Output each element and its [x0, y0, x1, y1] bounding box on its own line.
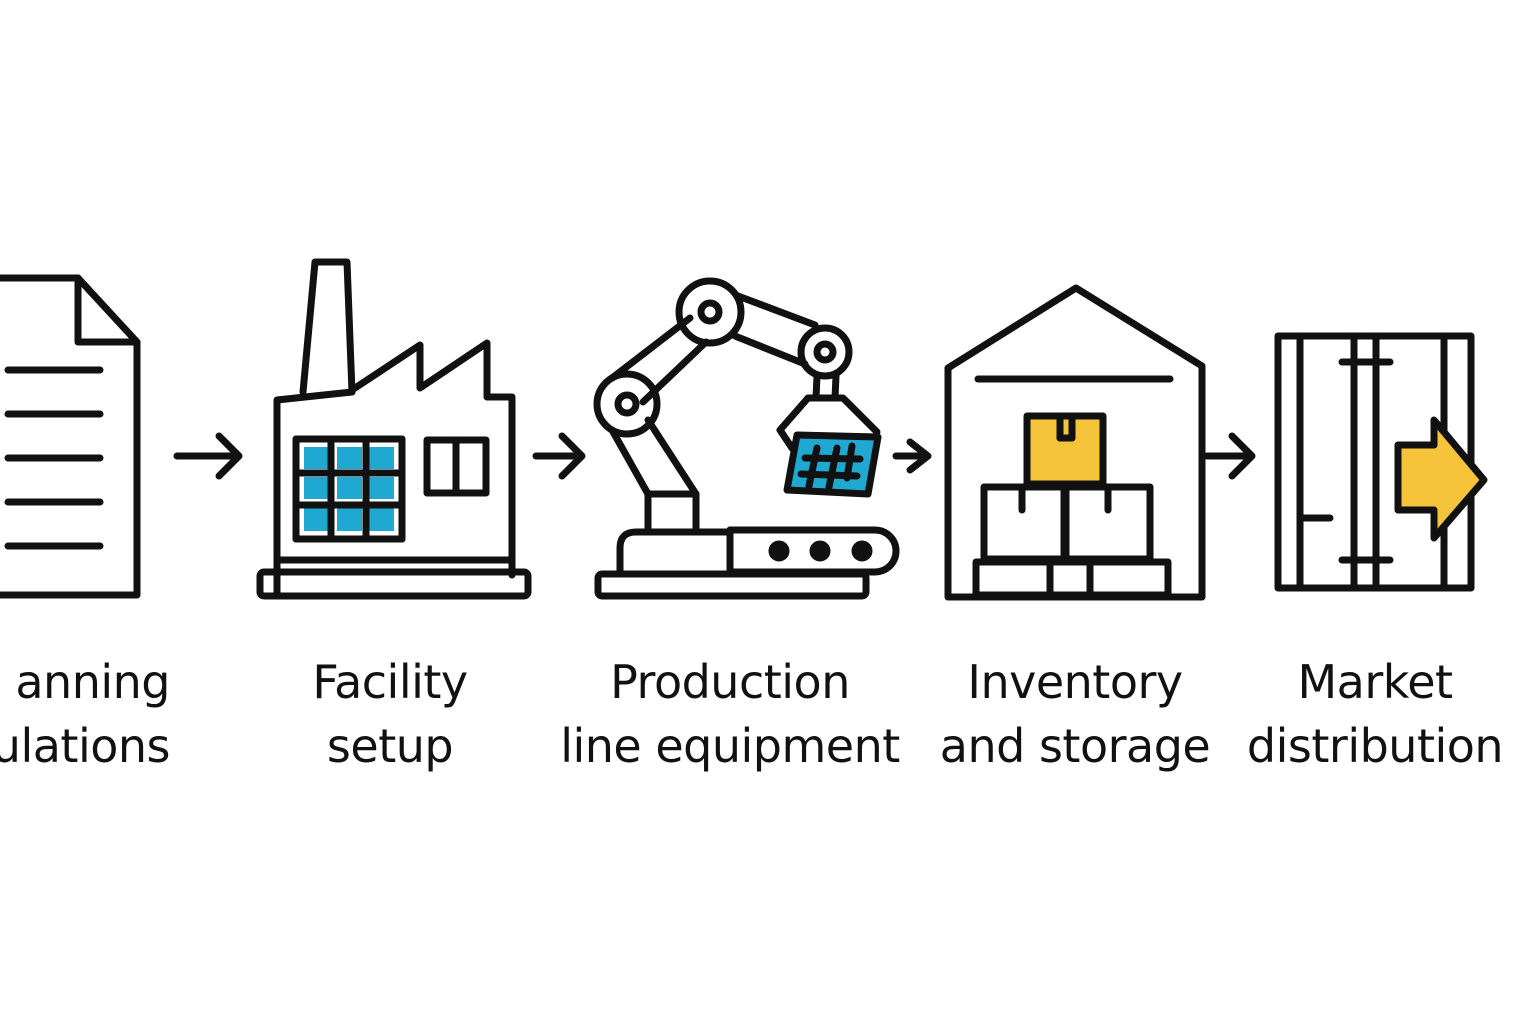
flow-arrow-1 — [173, 432, 243, 480]
step-label-market-distribution: Market distribution — [1246, 655, 1504, 773]
flow-arrow-4 — [1203, 432, 1256, 480]
document-icon — [0, 274, 141, 599]
step-label-production-line-equipment: Production line equipment — [560, 655, 900, 773]
step-label-planning-regulations: anning ulations — [0, 655, 171, 773]
warehouse-icon — [944, 284, 1206, 601]
flow-arrow-2 — [532, 432, 586, 480]
flow-arrow-3 — [892, 438, 932, 474]
step-label-facility-setup: Facility setup — [312, 655, 468, 773]
shipping-container-icon — [1274, 332, 1488, 592]
step-label-inventory-and-storage: Inventory and storage — [939, 655, 1211, 773]
robotic-arm-icon — [593, 277, 900, 600]
distribution-arrow — [1394, 416, 1488, 542]
yellow-box — [1023, 412, 1107, 488]
factory-icon — [256, 258, 532, 600]
